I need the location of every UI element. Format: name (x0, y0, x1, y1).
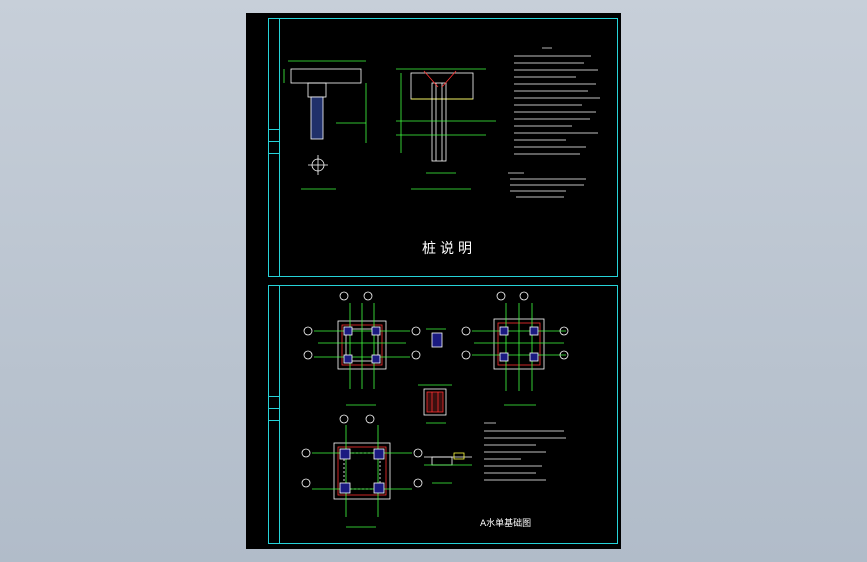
column-detail-small (426, 328, 446, 348)
lower-frame (268, 285, 618, 544)
upper-notes-2 (508, 172, 586, 198)
upper-frame (268, 18, 618, 277)
beam-section-detail (424, 452, 472, 484)
upper-notes (514, 47, 600, 155)
pile-section-left (283, 60, 367, 190)
foundation-plan-1 (303, 291, 421, 406)
lower-title-block (269, 286, 280, 543)
cad-drawing: 桩说明 (283, 47, 600, 529)
drawing-sheet: 桩说明 (246, 13, 621, 549)
pile-section-right (396, 68, 496, 190)
foundation-plan-2 (461, 291, 569, 406)
upper-title-block (269, 19, 280, 276)
upper-drawing-title: 桩说明 (422, 240, 476, 257)
foundation-plan-3 (301, 414, 423, 528)
lower-drawing-title: A水单基础图 (480, 517, 531, 529)
section-detail-center (418, 384, 452, 424)
lower-notes (484, 422, 566, 481)
